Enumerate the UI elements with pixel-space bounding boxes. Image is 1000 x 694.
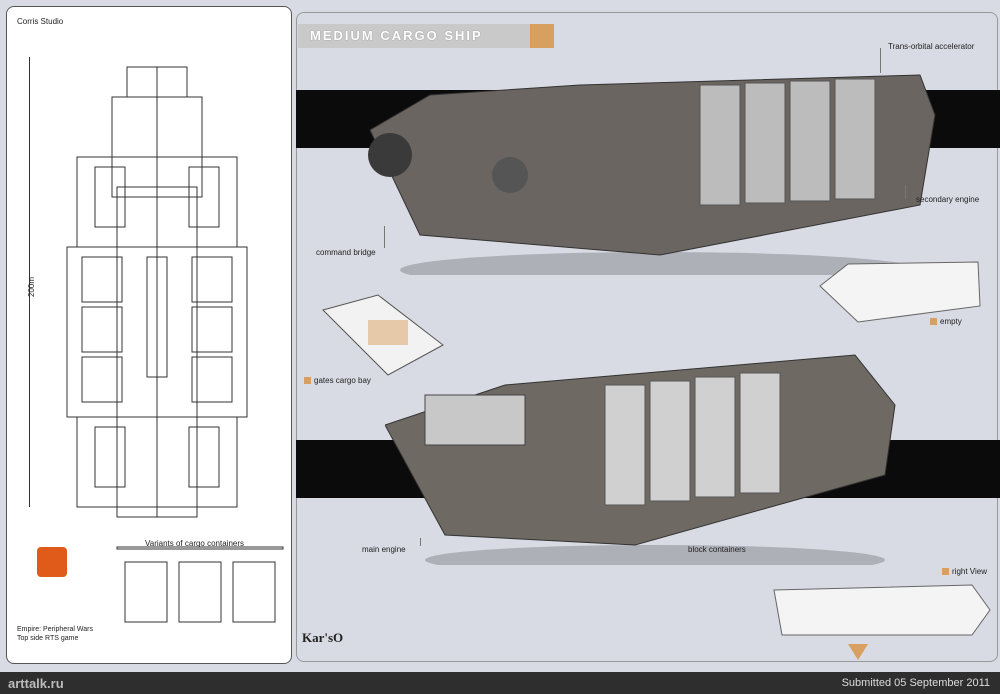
game-title: Empire: Peripheral Wars bbox=[17, 626, 93, 633]
page-title: MEDIUM CARGO SHIP bbox=[310, 28, 483, 43]
scale-line bbox=[29, 57, 30, 507]
leader-trans-orbital bbox=[880, 48, 881, 73]
empty-ship-sketch bbox=[819, 261, 981, 323]
label-secondary-engine: secondary engine bbox=[916, 195, 980, 204]
leader-secondary-engine bbox=[905, 185, 906, 199]
label-gates-cargo-bay: gates cargo bay bbox=[314, 376, 371, 385]
title-bar bbox=[298, 24, 530, 48]
right-view-sketch bbox=[773, 584, 991, 636]
game-credit: Empire: Peripheral Wars Top side RTS gam… bbox=[17, 625, 93, 643]
render-panel bbox=[296, 12, 998, 662]
variants-label: Variants of cargo containers bbox=[145, 539, 245, 548]
artist-signature: Kar'sO bbox=[302, 630, 344, 645]
game-subtitle: Top side RTS game bbox=[17, 635, 79, 642]
submitted-date: Submitted 05 September 2011 bbox=[841, 677, 990, 689]
leader-command-bridge bbox=[384, 226, 385, 248]
swatch-right-view bbox=[942, 568, 949, 575]
label-empty: empty bbox=[940, 317, 962, 326]
blueprint-panel: Corris Studio 200m bbox=[6, 6, 292, 664]
site-logo[interactable]: arttalk.ru bbox=[8, 676, 64, 691]
label-right-view: right View bbox=[952, 567, 987, 576]
ship-render-top bbox=[368, 74, 936, 275]
ship-render-bottom bbox=[385, 354, 896, 565]
leader-main-engine bbox=[420, 538, 421, 546]
down-arrow-icon bbox=[848, 644, 868, 660]
swatch-gates-cargo-bay bbox=[304, 377, 311, 384]
label-command-bridge: command bridge bbox=[316, 248, 376, 257]
ship-top-blueprint bbox=[66, 66, 284, 623]
cargo-bay-sketch bbox=[322, 294, 444, 376]
label-main-engine: main engine bbox=[362, 545, 406, 554]
studio-logo bbox=[37, 547, 67, 577]
studio-name: Corris Studio bbox=[17, 17, 64, 26]
label-block-containers: block containers bbox=[688, 545, 746, 554]
title-accent bbox=[530, 24, 554, 48]
swatch-empty bbox=[930, 318, 937, 325]
label-trans-orbital: Trans-orbital accelerator bbox=[888, 42, 975, 51]
